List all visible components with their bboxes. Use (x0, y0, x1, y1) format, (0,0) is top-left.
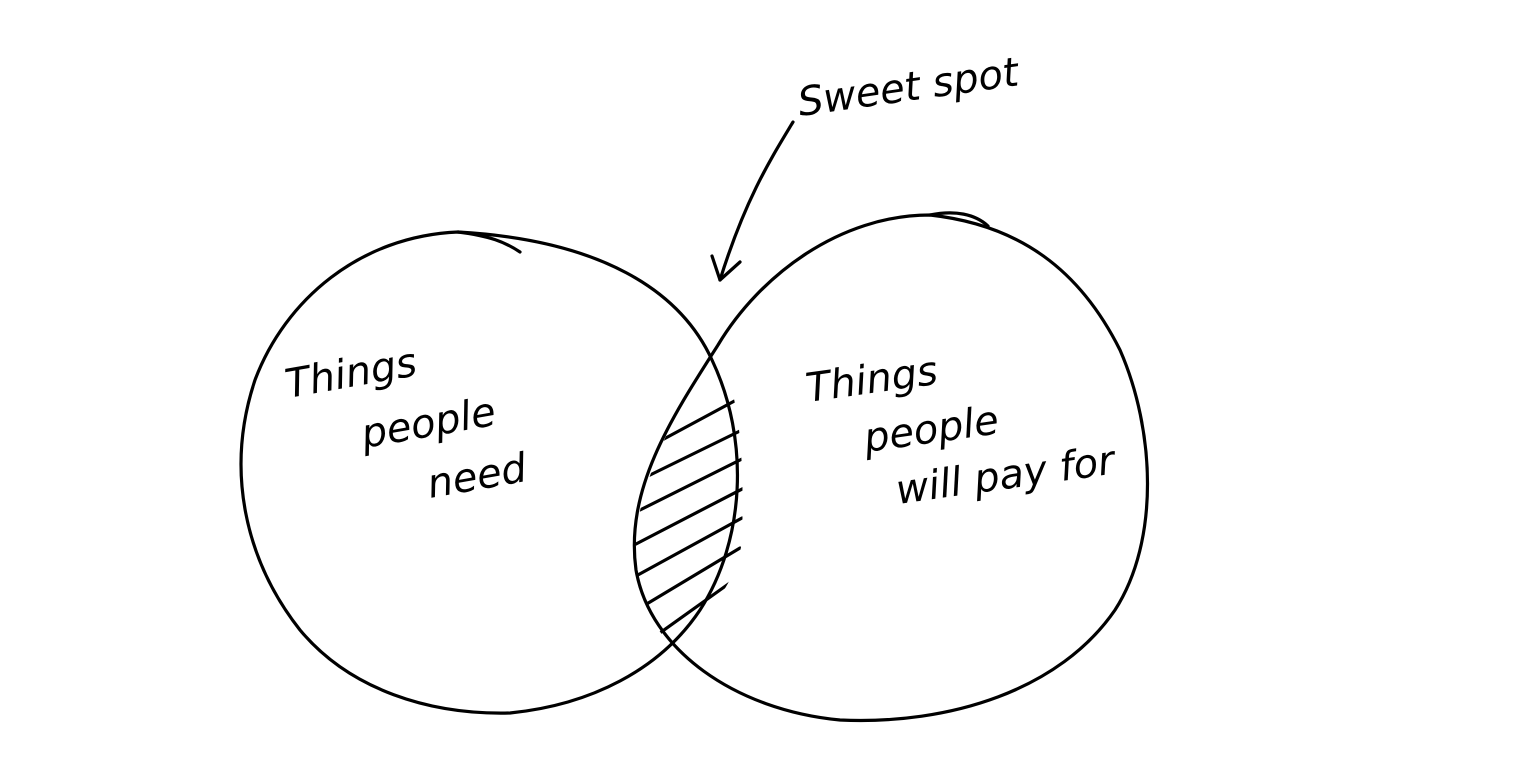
right-circle (632, 213, 1149, 723)
intersection-hatching (635, 396, 743, 642)
left-label-line-3: need (424, 445, 531, 508)
arrow-head-icon (710, 254, 742, 282)
sweet-spot-label: Sweet spot (795, 49, 1023, 126)
left-label-line-1: Things (282, 340, 420, 408)
left-circle-overlap-stroke (456, 230, 522, 254)
left-label-line-2: people (357, 389, 500, 458)
right-circle-overlap-stroke (928, 211, 990, 228)
right-label-line-1: Things (803, 348, 941, 412)
right-label-line-2: people (860, 397, 1002, 462)
sweet-spot-arrow (718, 120, 795, 282)
